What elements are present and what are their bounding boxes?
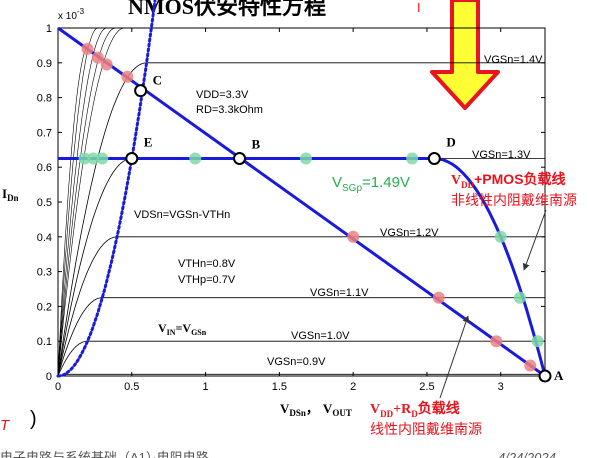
red-marker xyxy=(524,359,537,372)
x-tick-label: 1 xyxy=(203,381,209,393)
page-title: NMOS伏安特性方程 xyxy=(128,0,326,19)
x-tick-label: 3 xyxy=(498,381,504,393)
nmos-curve xyxy=(57,158,545,377)
y-tick-label: 1 xyxy=(46,23,52,35)
rd-note-arrow xyxy=(439,315,470,399)
footer-left-fragment: T xyxy=(0,417,11,434)
y-axis-label: IDn xyxy=(2,186,19,203)
green-marker xyxy=(531,335,544,348)
nmos-curve xyxy=(57,236,545,377)
green-marker xyxy=(406,152,419,165)
x-tick-label: 0 xyxy=(55,381,61,393)
saturation-boundary-curve xyxy=(56,0,157,378)
operating-points: A B C D E xyxy=(125,73,564,383)
footer-right: 4/24/2024 xyxy=(498,450,556,458)
operating-point xyxy=(125,152,139,165)
footer-paren: ) xyxy=(30,408,37,430)
red-markers xyxy=(81,42,537,372)
green-marker xyxy=(96,152,109,165)
y-tick-label: 0.4 xyxy=(37,232,52,244)
nmos-curve-label: VGSn=1.1V xyxy=(310,287,369,299)
green-marker xyxy=(299,152,312,165)
pmos-note-line1: VDD+PMOS负载线 xyxy=(451,171,566,190)
operating-point-label: C xyxy=(153,73,162,88)
x-tick-label: 2.5 xyxy=(419,381,434,393)
down-arrow-icon xyxy=(430,0,500,110)
operating-point-label: A xyxy=(554,368,564,383)
nmos-curve-label: VGSn=1.4V xyxy=(484,54,543,66)
red-marker xyxy=(490,335,503,348)
nmos-curve-label: VGSn=1.0V xyxy=(291,330,350,342)
x-tick-label: 2 xyxy=(350,381,356,393)
rd-note-line2: 线性内阻戴维南源 xyxy=(370,421,482,437)
params-vdd: VDD=3.3V xyxy=(196,89,249,101)
pmos-note-arrow xyxy=(522,209,547,271)
nmos-curves: VGSn=0.9V VGSn=1.0V VGSn=1.1V VGSn=1.2V VGSn… xyxy=(57,27,545,377)
red-marker xyxy=(91,51,104,64)
operating-point xyxy=(233,152,247,165)
operating-point-label: E xyxy=(144,135,153,150)
saturation-boundary xyxy=(56,0,157,378)
nmos-curve-label: VGSn=1.2V xyxy=(380,227,439,239)
nmos-curve-linear xyxy=(57,27,116,377)
nmos-curve xyxy=(57,62,545,377)
y-tick-label: 0.7 xyxy=(37,127,52,139)
operating-point xyxy=(427,152,441,165)
nmos-curve-label: VGSn=0.9V xyxy=(267,356,326,368)
x-tick-label: 1.5 xyxy=(272,381,287,393)
y-tick-label: 0.5 xyxy=(37,197,52,209)
operating-point-label: B xyxy=(252,137,261,152)
y-tick-label: 0.3 xyxy=(37,267,52,279)
green-marker xyxy=(513,291,526,304)
pmos-note-line2: 非线性内阻戴维南源 xyxy=(451,192,577,208)
rd-note-line1: VDD+RD负载线 xyxy=(370,400,460,419)
operating-point-label: D xyxy=(446,135,455,150)
params-rd: RD=3.3kOhm xyxy=(196,104,263,116)
y-tick-labels: 0 0.1 0.2 0.3 0.4 0.5 0.6 0.7 0.8 0.9 1 xyxy=(37,23,52,383)
operating-point xyxy=(134,84,148,98)
nmos-curve-linear xyxy=(57,45,90,377)
nmos-curve-linear xyxy=(57,27,107,377)
red-marker xyxy=(432,291,445,304)
nmos-curve xyxy=(57,340,545,377)
boundary-label: VDSn=VGSn-VTHn xyxy=(134,209,230,221)
nmos-curve-linear xyxy=(57,27,125,377)
red-marker xyxy=(121,70,134,83)
y-tick-label: 0.2 xyxy=(37,301,52,313)
vsgp-label: VSGp=1.49V xyxy=(332,174,410,194)
x-tick-label: 0.5 xyxy=(124,381,139,393)
nmos-curve-linear xyxy=(57,27,98,377)
y-tick-label: 0 xyxy=(46,371,52,383)
footer-left: 电子电路与系统基础（A1）·电阻电路 xyxy=(0,450,209,458)
green-markers xyxy=(78,152,544,348)
pmos-load-line xyxy=(58,157,547,377)
nmos-curve-label: VGSn=1.3V xyxy=(472,149,531,161)
operating-point xyxy=(538,369,552,383)
green-marker xyxy=(189,152,202,165)
y-tick-label: 0.8 xyxy=(37,93,52,105)
red-marker xyxy=(347,230,360,243)
y-tick-label: 0.1 xyxy=(37,336,52,348)
y-tick-label: 0.9 xyxy=(37,58,52,70)
green-marker xyxy=(87,152,100,165)
exponent-label: x 10-3 xyxy=(58,7,85,22)
top-fragment: I xyxy=(417,0,421,15)
vin-equation: VIN=VGSn xyxy=(158,321,207,337)
y-tick-label: 0.6 xyxy=(37,162,52,174)
x-tick-labels: 0 0.5 1 1.5 2 2.5 3 xyxy=(55,381,504,393)
green-marker xyxy=(78,152,91,165)
red-marker xyxy=(81,42,94,55)
green-marker xyxy=(494,230,507,243)
x-axis-label: VDSn，VOUT xyxy=(280,401,352,418)
params-vthp: VTHp=0.7V xyxy=(178,274,236,286)
red-marker xyxy=(100,58,113,71)
nmos-curve xyxy=(57,297,545,377)
params-vthn: VTHn=0.8V xyxy=(178,258,236,270)
